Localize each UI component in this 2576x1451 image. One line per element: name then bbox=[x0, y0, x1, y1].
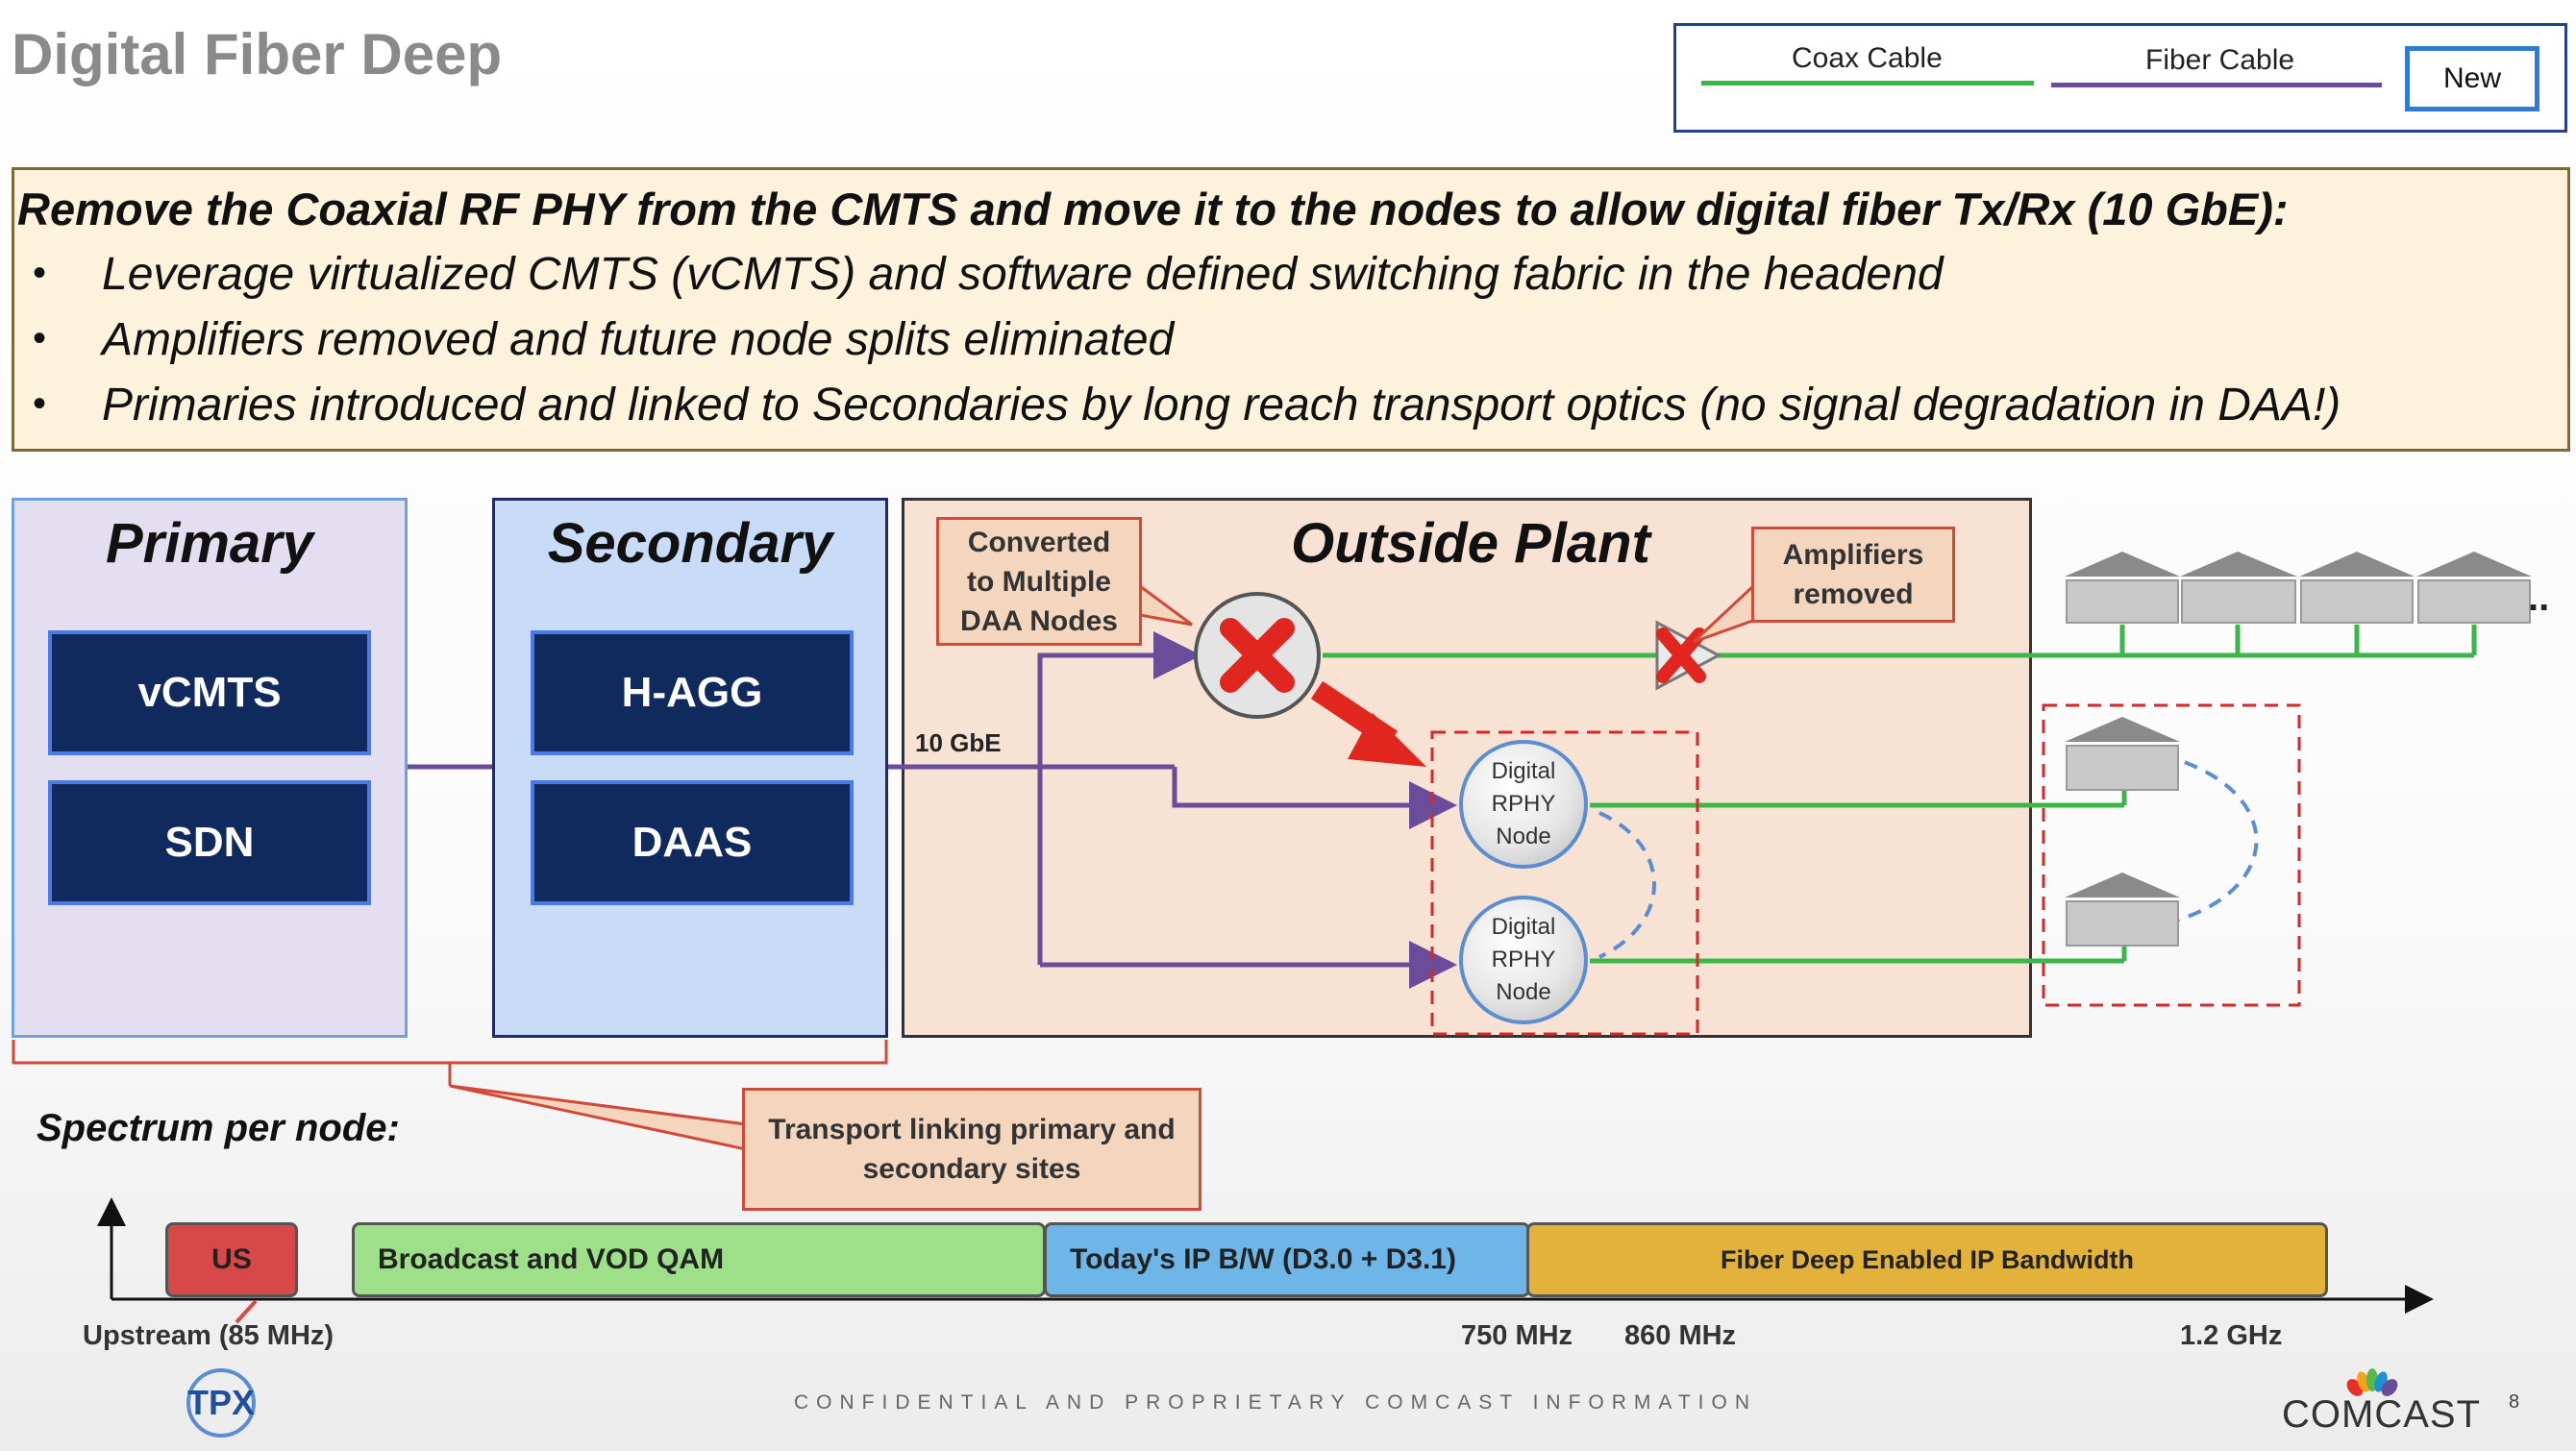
slide-title: Digital Fiber Deep bbox=[12, 22, 503, 86]
home-icon bbox=[2065, 717, 2180, 791]
link-speed-label: 10 GbE bbox=[915, 728, 1002, 757]
axis-label-upstream: Upstream (85 MHz) bbox=[83, 1320, 334, 1351]
fiber-to-old-node bbox=[1037, 631, 1201, 965]
legend-fiber-label: Fiber Cable bbox=[2145, 44, 2295, 76]
bullet-dot-icon: • bbox=[33, 317, 47, 359]
legend-coax-label: Coax Cable bbox=[1792, 42, 1943, 74]
band-todays-ip: Today's IP B/W (D3.0 + D3.1) bbox=[1044, 1222, 1530, 1297]
spectrum-title: Spectrum per node: bbox=[37, 1107, 400, 1149]
band-upstream: US bbox=[165, 1222, 298, 1297]
page-number: 8 bbox=[2509, 1391, 2520, 1413]
fiber-to-node-1 bbox=[1172, 767, 1457, 829]
home-icon bbox=[2065, 552, 2180, 624]
removed-x-icon bbox=[1220, 618, 1295, 693]
comcast-peacock-icon bbox=[2346, 1368, 2398, 1396]
band-broadcast: Broadcast and VOD QAM bbox=[352, 1222, 1046, 1297]
continuation-dots: .. bbox=[2528, 577, 2550, 619]
h-agg-block: H-AGG bbox=[531, 630, 854, 755]
band-fiber-deep: Fiber Deep Enabled IP Bandwidth bbox=[1526, 1222, 2328, 1297]
axis-label-860: 860 MHz bbox=[1624, 1320, 1737, 1351]
home-icon bbox=[2065, 873, 2180, 947]
amplifiers-callout: Amplifiers removed bbox=[1751, 527, 1955, 623]
comcast-logo-text: COMCAST bbox=[2282, 1393, 2481, 1436]
summary-box bbox=[12, 167, 2570, 452]
secondary-title: Secondary bbox=[547, 512, 833, 575]
axis-label-1-2ghz: 1.2 GHz bbox=[2180, 1320, 2283, 1351]
summary-bullet-2: Amplifiers removed and future node split… bbox=[102, 314, 1175, 365]
confidential-notice: CONFIDENTIAL AND PROPRIETARY COMCAST INF… bbox=[794, 1391, 1758, 1414]
legend-fiber-line bbox=[2051, 83, 2382, 87]
tpx-logo-text: TPX bbox=[187, 1383, 255, 1422]
callout-pointer bbox=[1138, 583, 1193, 627]
new-homes-group bbox=[2042, 703, 2301, 1007]
redundancy-link bbox=[2162, 753, 2259, 926]
outside-plant-title: Outside Plant bbox=[1291, 512, 1650, 575]
primary-site bbox=[12, 498, 408, 1038]
summary-bullet-3: Primaries introduced and linked to Secon… bbox=[102, 380, 2341, 430]
rphy-node-1: Digital RPHY Node bbox=[1459, 740, 1588, 869]
conversion-arrow-head bbox=[1348, 713, 1426, 767]
axis-label-750: 750 MHz bbox=[1461, 1320, 1573, 1351]
redundancy-link bbox=[1598, 811, 1656, 959]
converted-callout: Converted to Multiple DAA Nodes bbox=[936, 517, 1142, 646]
daas-block: DAAS bbox=[531, 780, 854, 905]
vcmts-block: vCMTS bbox=[48, 630, 371, 755]
home-icon bbox=[2416, 552, 2532, 624]
summary-bullet-1: Leverage virtualized CMTS (vCMTS) and so… bbox=[102, 249, 1944, 300]
rphy-node-2: Digital RPHY Node bbox=[1459, 896, 1588, 1024]
legend-new-marker: New bbox=[2405, 46, 2539, 111]
tpx-logo-icon: TPX bbox=[186, 1368, 256, 1438]
transport-callout: Transport linking primary and secondary … bbox=[742, 1088, 1201, 1211]
bullet-dot-icon: • bbox=[33, 252, 47, 294]
secondary-site bbox=[492, 498, 888, 1038]
primary-title: Primary bbox=[105, 512, 314, 575]
home-icon bbox=[2299, 552, 2415, 624]
transport-bracket bbox=[12, 1040, 888, 1065]
new-nodes-group bbox=[1430, 730, 1699, 1036]
summary-heading: Remove the Coaxial RF PHY from the CMTS … bbox=[17, 184, 2289, 234]
callout-pointer bbox=[449, 1084, 748, 1151]
sdn-block: SDN bbox=[48, 780, 371, 905]
legend-coax-line bbox=[1701, 81, 2034, 86]
home-icon bbox=[2180, 552, 2297, 624]
upstream-pointer bbox=[235, 1299, 258, 1324]
bullet-dot-icon: • bbox=[33, 382, 47, 425]
